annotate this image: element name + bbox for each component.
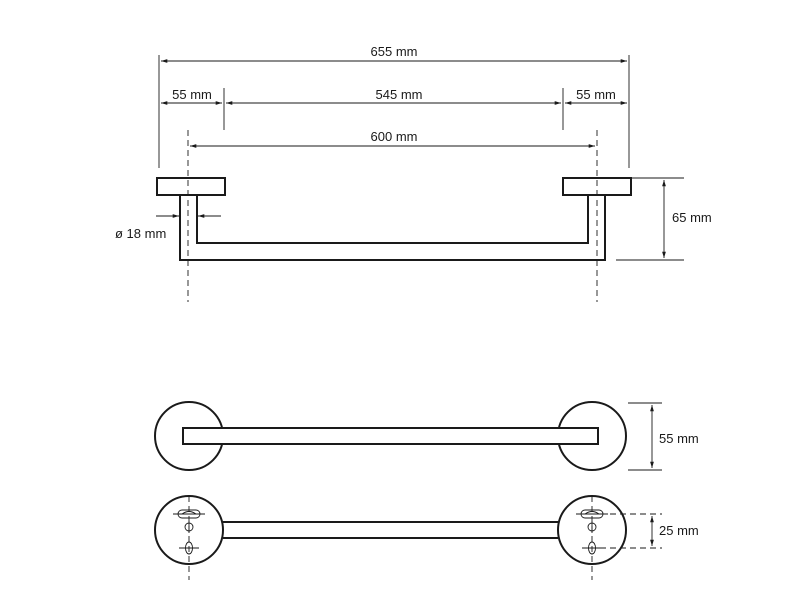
- dimension-rose-diameter: 55 mm: [659, 431, 699, 446]
- right-wall-flange: [562, 177, 632, 196]
- dimension-center-distance: 600 mm: [371, 129, 418, 144]
- left-wall-flange: [156, 177, 226, 196]
- towel-bar-profile: [179, 195, 606, 261]
- dimension-right-flange: 55 mm: [576, 87, 616, 102]
- dimension-left-flange: 55 mm: [172, 87, 212, 102]
- dimension-overall-width: 655 mm: [371, 44, 418, 59]
- dimension-inner-span: 545 mm: [376, 87, 423, 102]
- towel-bar-front: [182, 427, 599, 445]
- dimension-projection-depth: 65 mm: [672, 210, 712, 225]
- left-keyhole-notch: [181, 511, 197, 515]
- dimension-mounting-offset: 25 mm: [659, 523, 699, 538]
- right-keyhole-notch: [584, 511, 600, 515]
- mounting-view: 25 mm: [154, 495, 699, 580]
- dimension-tube-diameter: ø 18 mm: [115, 226, 166, 241]
- side-elevation-view: 655 mm 55 mm 545 mm 55 mm 600 mm ø 18 mm…: [115, 44, 712, 302]
- front-view: 55 mm: [154, 401, 699, 471]
